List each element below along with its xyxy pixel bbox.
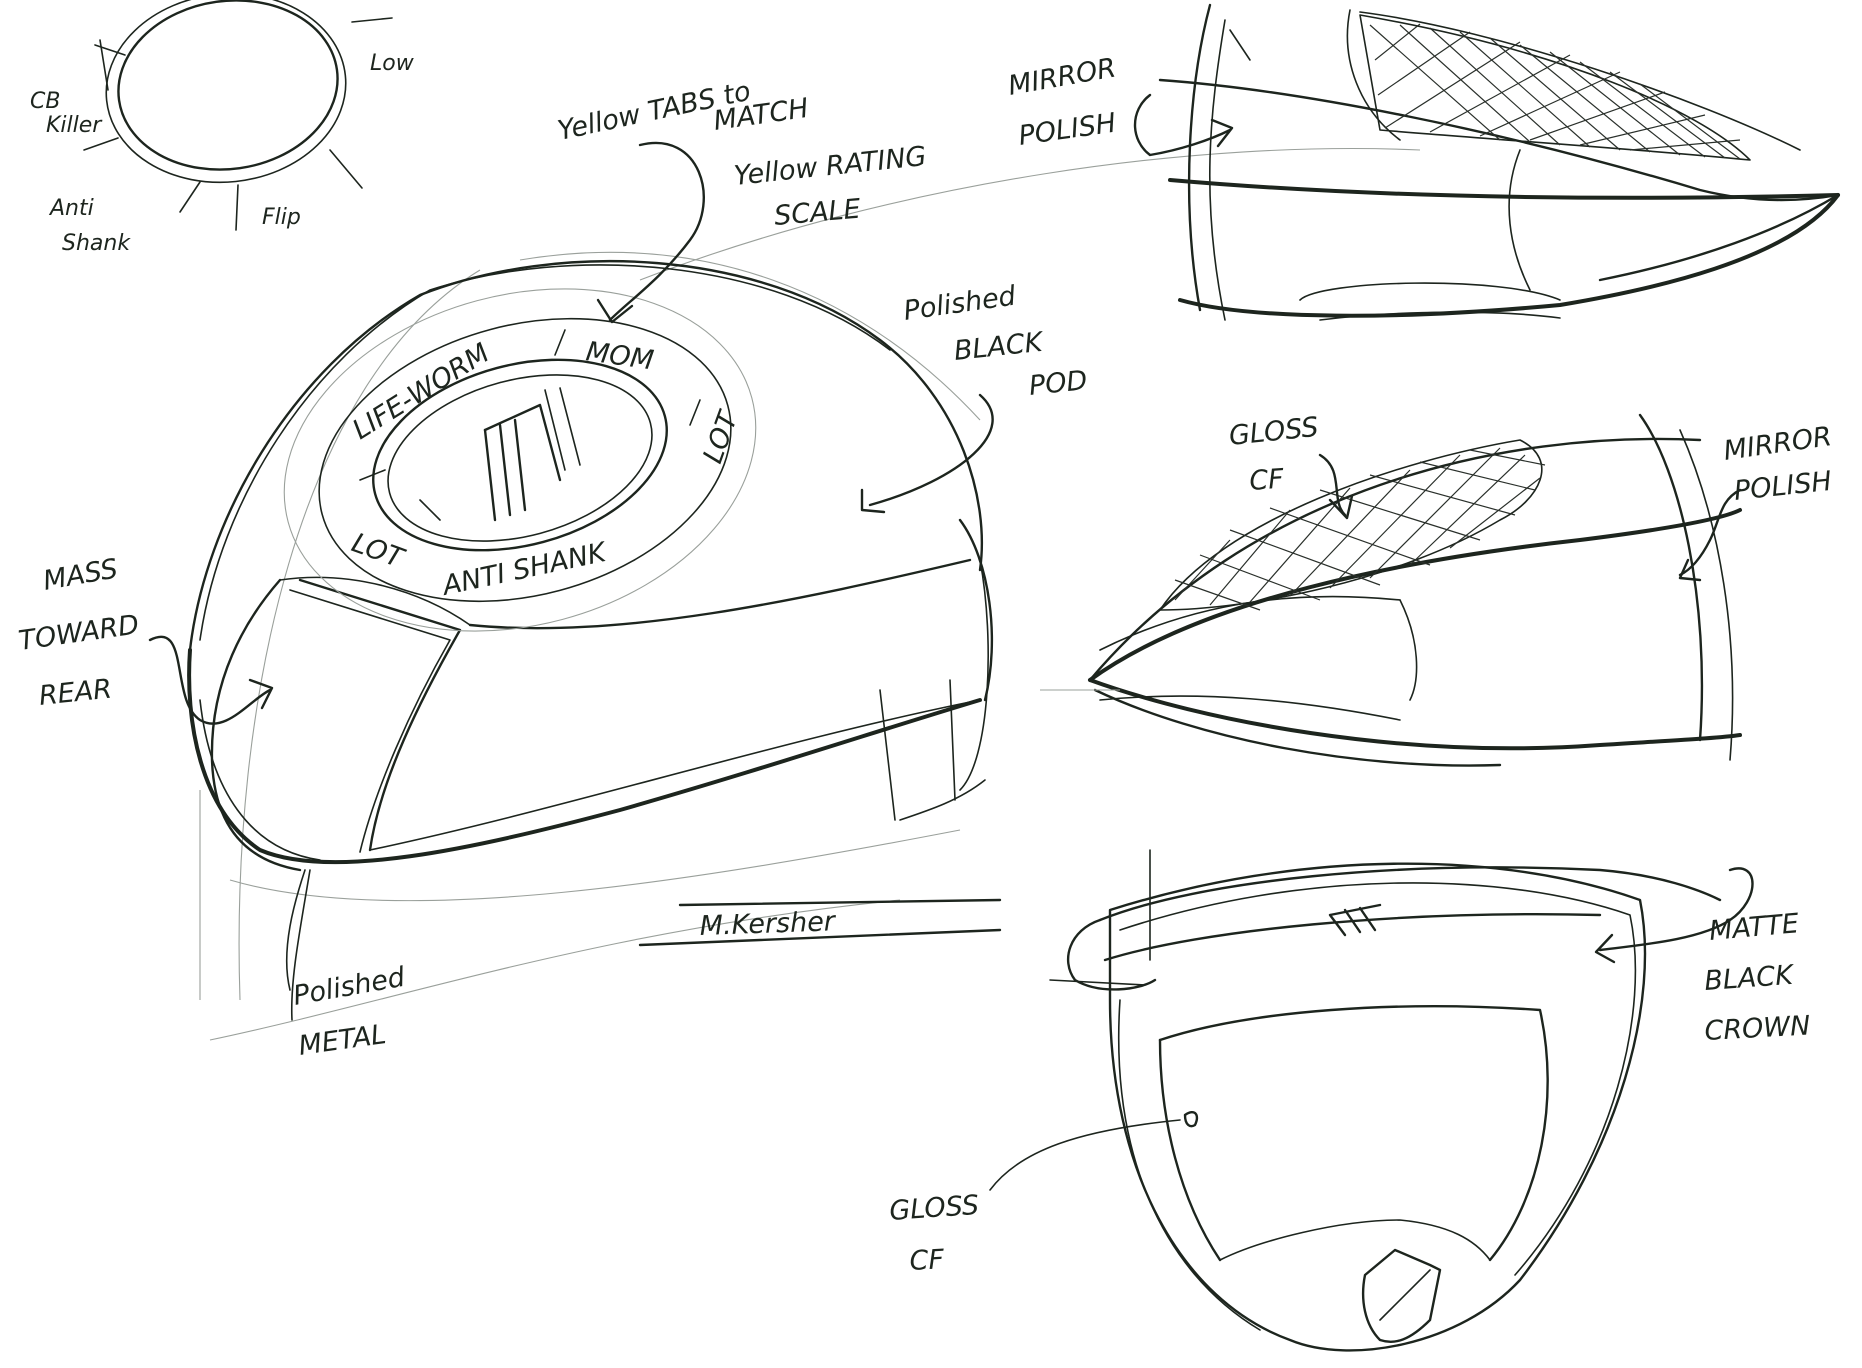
pod-tab-lot: LOT xyxy=(697,406,745,468)
svg-text:CROWN: CROWN xyxy=(1704,1010,1811,1046)
callout-matte-black-crown: MATTE BLACK CROWN xyxy=(1594,867,1811,1047)
adjustment-dial xyxy=(83,0,393,231)
svg-text:POD: POD xyxy=(1027,365,1088,402)
driver-head-side-view xyxy=(1158,3,1840,321)
svg-text:TOWARD: TOWARD xyxy=(17,609,141,657)
rear-view-cf-inlay xyxy=(1159,439,1546,611)
dial-label-cb-killer: CB Killer xyxy=(30,89,103,138)
svg-text:GLOSS: GLOSS xyxy=(888,1190,980,1227)
callout-gloss-cf-mid: GLOSS CF xyxy=(1227,412,1354,520)
callout-gloss-cf-bottom: GLOSS CF xyxy=(888,1119,1181,1277)
side-view-cf-inlay xyxy=(1359,14,1751,161)
svg-text:Polished: Polished xyxy=(902,280,1019,327)
svg-text:M.Kersher: M.Kersher xyxy=(699,906,837,942)
svg-text:Polished: Polished xyxy=(291,962,408,1012)
dial-label-anti-shank: Anti Shank xyxy=(48,196,131,256)
svg-text:METAL: METAL xyxy=(297,1019,388,1062)
svg-text:CB: CB xyxy=(30,89,60,114)
svg-text:BLACK: BLACK xyxy=(1703,960,1796,997)
driver-head-main-view xyxy=(187,147,1421,1041)
callout-yellow-tabs: Yellow TABS to MATCH Yellow RATING SCALE xyxy=(555,76,928,324)
driver-head-rear-view xyxy=(1040,413,1742,767)
svg-text:POLISH: POLISH xyxy=(1732,466,1833,507)
signature: M.Kersher xyxy=(638,898,1002,947)
dial-label-low: Low xyxy=(370,51,415,76)
svg-text:REAR: REAR xyxy=(37,673,113,711)
svg-text:Anti: Anti xyxy=(48,196,94,221)
svg-text:CF: CF xyxy=(1248,464,1285,497)
svg-text:MATTE: MATTE xyxy=(1708,908,1800,947)
pod-tab-lot-low: LOT xyxy=(348,527,410,575)
callout-mass-toward-rear: MASS TOWARD REAR xyxy=(17,553,274,725)
pod-tab-mom: MOM xyxy=(584,336,655,376)
svg-text:Shank: Shank xyxy=(62,231,131,256)
svg-text:POLISH: POLISH xyxy=(1017,108,1118,152)
adjustable-pod xyxy=(283,288,757,632)
svg-text:MIRROR: MIRROR xyxy=(1722,421,1834,467)
driver-head-top-view xyxy=(1049,849,1722,1352)
callout-mirror-polish-mid: MIRROR POLISH xyxy=(1678,421,1834,582)
svg-text:MASS: MASS xyxy=(41,553,120,597)
svg-text:MIRROR: MIRROR xyxy=(1006,52,1119,101)
svg-text:BLACK: BLACK xyxy=(952,327,1046,367)
svg-text:SCALE: SCALE xyxy=(773,194,862,232)
dial-label-flip: Flip xyxy=(262,205,301,230)
svg-text:Killer: Killer xyxy=(46,113,103,138)
svg-text:CF: CF xyxy=(909,1244,945,1277)
callout-polished-black-pod: Polished BLACK POD xyxy=(860,280,1089,514)
svg-text:Yellow RATING: Yellow RATING xyxy=(732,141,927,192)
svg-text:GLOSS: GLOSS xyxy=(1227,412,1319,452)
